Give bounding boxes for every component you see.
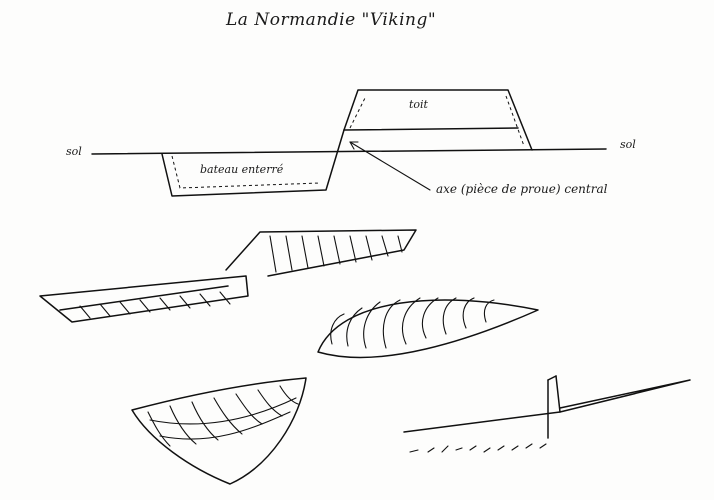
roof-label: toit: [409, 98, 428, 111]
central-axis-label: axe (pièce de proue) central: [436, 182, 608, 196]
buried-boat-inner-line: [171, 155, 321, 189]
roof-base-line: [343, 127, 519, 131]
roof-inner-lines: [349, 95, 525, 147]
ground-label-left: sol: [66, 145, 82, 158]
ground-label-right: sol: [620, 138, 636, 151]
hull-bottom-sketch: [131, 377, 307, 485]
buried-boat-outline: [161, 129, 345, 197]
axis-pointer-arrowhead: [349, 141, 359, 150]
hull-leaf-sketch: [317, 297, 539, 359]
sketch-title: La Normandie "Viking": [226, 10, 437, 30]
ground-line: [91, 148, 607, 155]
roof-outline: [343, 89, 533, 151]
buried-boat-label: bateau enterré: [200, 163, 284, 176]
hull-roof-sketch: [39, 229, 417, 323]
axis-flag-sketch: [403, 375, 691, 453]
axis-pointer-line: [349, 141, 431, 191]
